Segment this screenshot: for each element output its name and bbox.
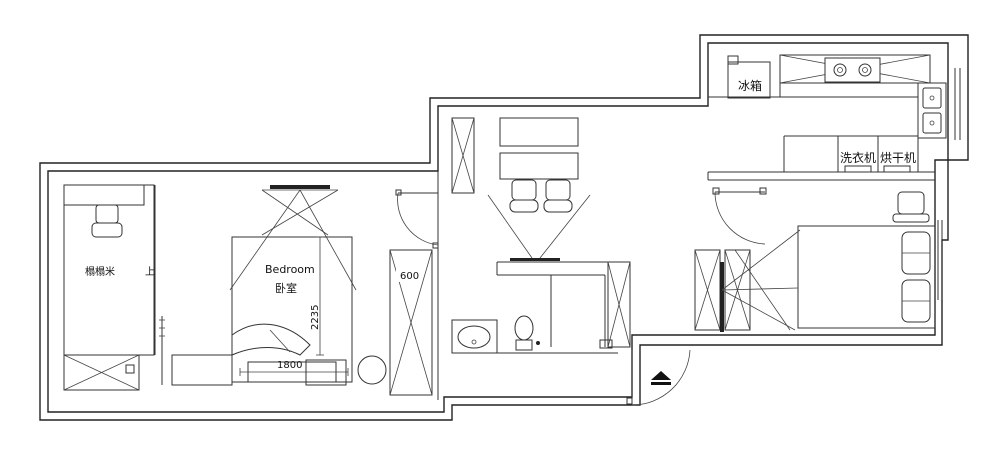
right-window bbox=[954, 68, 961, 140]
kitchen-counter-top bbox=[779, 54, 931, 84]
dimension-1800 bbox=[239, 368, 349, 376]
entrance-door bbox=[626, 349, 691, 406]
dim-600-label: 600 bbox=[400, 271, 419, 282]
bathroom bbox=[452, 261, 631, 354]
right-wardrobe bbox=[694, 249, 751, 332]
stair-marker bbox=[159, 316, 165, 385]
dim-2235-label: 2235 bbox=[310, 305, 321, 330]
bedroom-label-cn: 卧室 bbox=[275, 281, 297, 295]
right-room-bed bbox=[797, 225, 936, 329]
sink-icon bbox=[451, 319, 498, 354]
stove-icon bbox=[833, 63, 872, 77]
fridge-label: 冰箱 bbox=[738, 78, 762, 93]
dim-1800-label: 1800 bbox=[277, 360, 302, 371]
bedroom-furniture bbox=[171, 354, 387, 386]
outer-walls bbox=[39, 34, 969, 421]
wardrobe-600 bbox=[389, 249, 433, 396]
dryer bbox=[877, 135, 919, 173]
washer-label: 洗衣机 bbox=[840, 150, 876, 165]
chair-icon bbox=[91, 204, 123, 238]
tatami-area bbox=[63, 184, 156, 391]
dimension-2235 bbox=[316, 236, 324, 356]
center-cabinet bbox=[451, 117, 475, 194]
tv-cone bbox=[487, 194, 630, 276]
dining-table bbox=[499, 117, 579, 180]
dining-chairs bbox=[509, 179, 573, 213]
bedroom-label-en: Bedroom bbox=[265, 263, 315, 276]
kitchen-sink-icon bbox=[917, 82, 947, 139]
up-triangle-icon bbox=[651, 371, 671, 385]
desk-chair-icon bbox=[892, 191, 930, 223]
tatami-label: 榻榻米 bbox=[85, 265, 115, 278]
bedroom-tv-wall bbox=[229, 185, 357, 291]
tv-cone-right bbox=[721, 229, 801, 331]
right-side-window bbox=[937, 220, 943, 300]
toilet-icon bbox=[514, 315, 540, 351]
up-label: 上 bbox=[145, 266, 155, 278]
dryer-label: 烘干机 bbox=[880, 151, 916, 165]
bedroom-door bbox=[395, 189, 439, 249]
right-room-door bbox=[712, 187, 767, 245]
fridge bbox=[727, 55, 771, 99]
